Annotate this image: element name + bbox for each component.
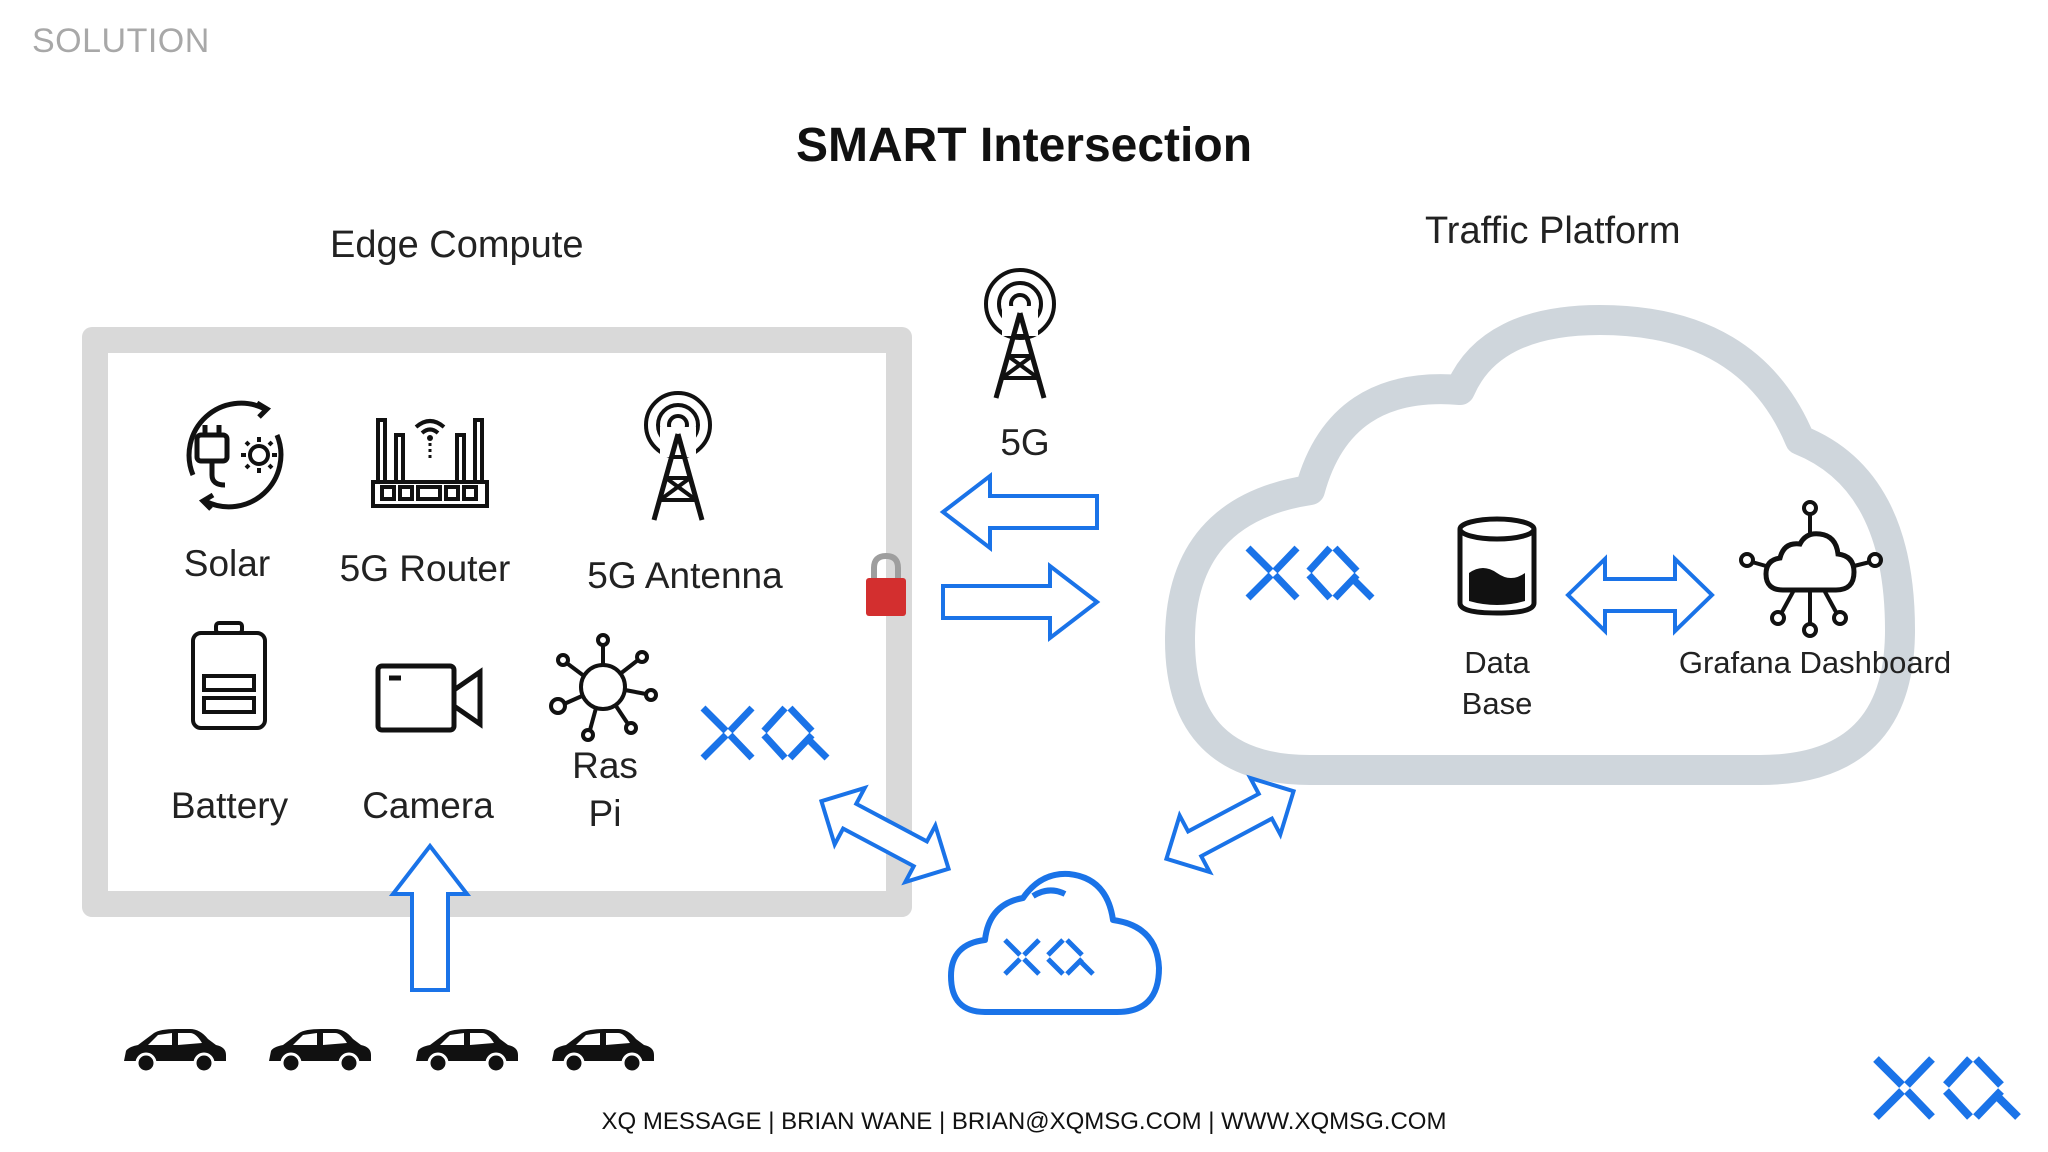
section-label: SOLUTION (32, 22, 210, 60)
antenna-label: 5G Antenna (587, 555, 783, 596)
edge-compute-box (82, 327, 912, 917)
database-label-line1: Data (1464, 645, 1530, 680)
car-icon (552, 1029, 654, 1074)
cloud-platform-double-arrow (1163, 774, 1297, 876)
solar-power-icon (186, 400, 284, 511)
edge-compute-title: Edge Compute (330, 224, 584, 266)
camera-label: Camera (362, 785, 494, 826)
car-icon (269, 1029, 371, 1074)
antenna-tower-icon (644, 391, 712, 521)
raspberry-pi-network-icon (549, 633, 658, 742)
battery-label: Battery (170, 785, 289, 826)
xq-brand-logo (1873, 1056, 2021, 1120)
battery-icon (191, 621, 267, 730)
db-dashboard-double-arrow (1565, 554, 1715, 636)
platform-cloud-shape (1165, 305, 1915, 785)
xq-cloud-icon (948, 870, 1162, 1015)
database-label-line2: Base (1461, 686, 1533, 721)
5g-label: 5G (1000, 422, 1050, 463)
grafana-dashboard-icon (1739, 500, 1883, 638)
traffic-platform-title: Traffic Platform (1425, 210, 1681, 252)
lock-icon (866, 552, 906, 616)
left-arrow (939, 471, 1099, 553)
xq-logo-icon (1245, 545, 1375, 601)
router-icon (371, 418, 489, 508)
5g-tower-icon (984, 268, 1056, 399)
raspi-label-line1: Ras (572, 745, 638, 786)
grafana-dashboard-label: Grafana Dashboard (1678, 645, 1952, 680)
car-icon (124, 1029, 226, 1074)
right-arrow (941, 561, 1101, 643)
camera-icon (375, 663, 483, 733)
xq-logo-icon (700, 705, 830, 761)
solar-label: Solar (183, 543, 271, 584)
edge-cloud-double-arrow (818, 784, 952, 886)
up-arrow (388, 842, 472, 992)
car-icon (416, 1029, 518, 1074)
raspi-label-line2: Pi (588, 793, 622, 834)
slide-title: SMART Intersection (795, 119, 1253, 172)
database-icon (1457, 516, 1537, 616)
router-label: 5G Router (339, 548, 511, 589)
footer-contact: XQ MESSAGE | BRIAN WANE | BRIAN@XQMSG.CO… (601, 1108, 1447, 1135)
